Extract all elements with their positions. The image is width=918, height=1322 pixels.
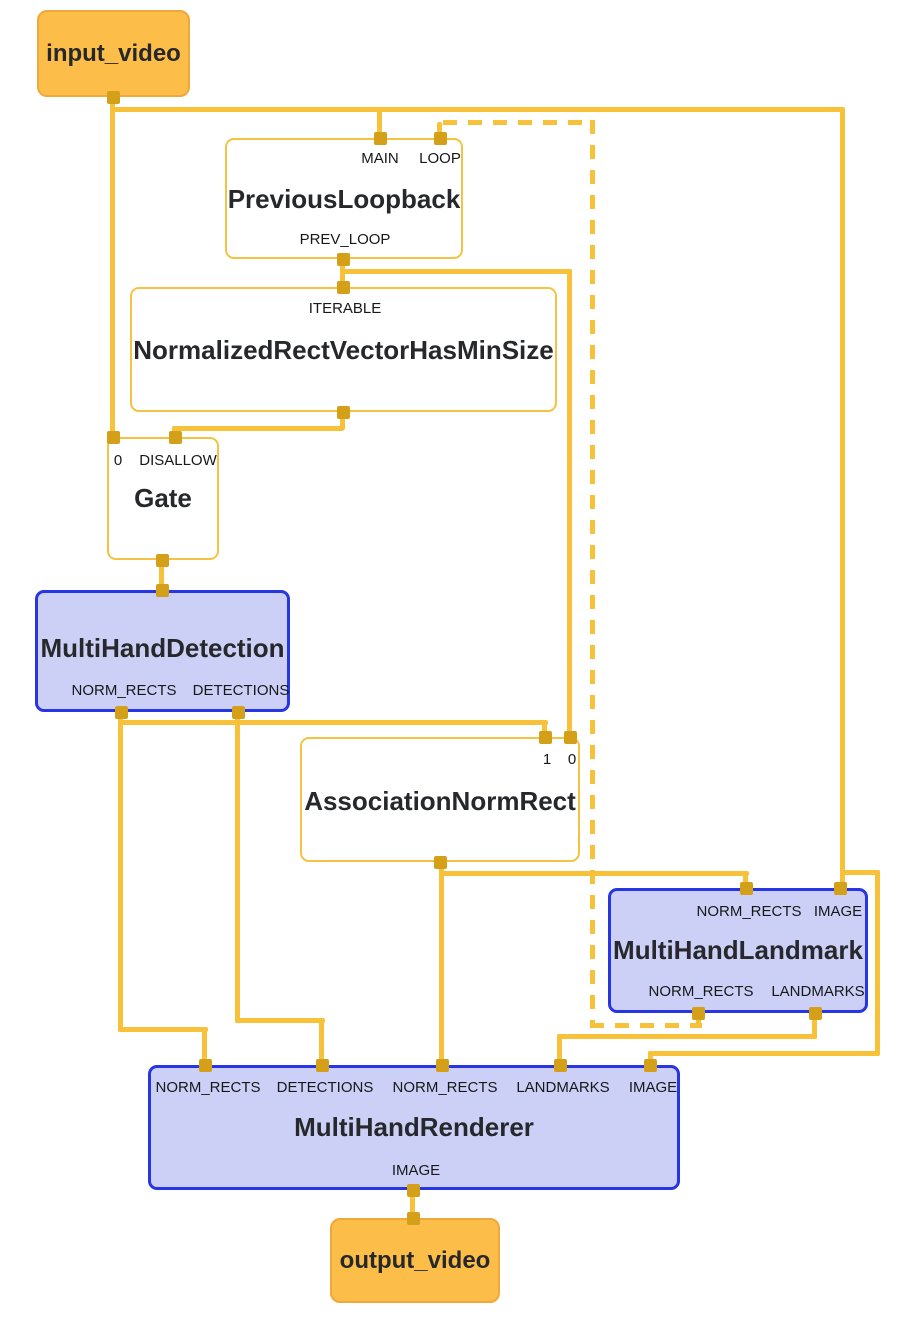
port-label-r-landmarks: LANDMARKS bbox=[516, 1079, 610, 1096]
port-renderer-image-out bbox=[407, 1184, 420, 1197]
edge-prevloop-to-iterable bbox=[340, 259, 345, 289]
node-association-norm-rect[interactable]: 1 0 AssociationNormRect bbox=[300, 737, 580, 862]
edge-normrects-vertical bbox=[118, 710, 123, 1032]
port-detection-normrects-out bbox=[115, 706, 128, 719]
edge-gate-to-detection bbox=[159, 558, 164, 592]
port-label-r-image-in: IMAGE bbox=[628, 1079, 678, 1096]
node-input-video-label: input_video bbox=[46, 39, 181, 67]
port-output-video-in bbox=[407, 1212, 420, 1225]
port-loopback-main-in bbox=[374, 132, 387, 145]
edge-normrects-to-assoc1-horizontal bbox=[118, 720, 548, 725]
port-minsize-out bbox=[337, 406, 350, 419]
edge-prevloop-to-assoc0 bbox=[567, 269, 572, 739]
edge-loopback-dashed-top bbox=[443, 120, 593, 125]
port-landmark-landmarks-out bbox=[809, 1007, 822, 1020]
port-minsize-iterable-in bbox=[337, 281, 350, 294]
edge-loopback-dashed-bottom bbox=[590, 1023, 702, 1028]
node-normalized-rect-vector-has-min-size[interactable]: ITERABLE NormalizedRectVectorHasMinSize bbox=[130, 287, 557, 412]
port-detection-in bbox=[156, 584, 169, 597]
edge-normrects-to-assoc1-stub bbox=[542, 720, 547, 739]
edge-landmarks-to-renderer-horizontal bbox=[557, 1034, 817, 1039]
port-input-video-out bbox=[107, 91, 120, 104]
node-multi-hand-renderer[interactable]: NORM_RECTS DETECTIONS NORM_RECTS LANDMAR… bbox=[148, 1065, 680, 1190]
node-gate-title: Gate bbox=[134, 483, 192, 513]
edge-image-to-renderer-horizontal bbox=[648, 1051, 880, 1056]
port-loopback-prevloop-out bbox=[337, 253, 350, 266]
node-multi-hand-detection[interactable]: MultiHandDetection NORM_RECTS DETECTIONS bbox=[35, 590, 290, 712]
node-output-video-label: output_video bbox=[339, 1246, 491, 1274]
edge-image-branch bbox=[840, 870, 880, 875]
port-label-iterable: ITERABLE bbox=[308, 300, 382, 317]
edge-loop-port-stub bbox=[437, 122, 442, 134]
port-label-r-norm-rects-1: NORM_RECTS bbox=[155, 1079, 261, 1096]
edge-inputvideo-to-gate bbox=[110, 95, 115, 440]
port-renderer-normrects1-in bbox=[199, 1059, 212, 1072]
port-label-lm-in-norm-rects: NORM_RECTS bbox=[696, 903, 802, 920]
edge-image-to-renderer-vertical bbox=[875, 870, 880, 1056]
port-assoc-out bbox=[434, 856, 447, 869]
node-multi-hand-landmark-title: MultiHandLandmark bbox=[613, 935, 863, 965]
port-label-r-norm-rects-2: NORM_RECTS bbox=[392, 1079, 498, 1096]
edge-normrects-to-renderer-horizontal bbox=[118, 1027, 208, 1032]
port-renderer-landmarks-in bbox=[554, 1059, 567, 1072]
port-gate-disallow-in bbox=[169, 431, 182, 444]
port-label-prev-loop: PREV_LOOP bbox=[299, 231, 391, 248]
port-loopback-loop-in bbox=[434, 132, 447, 145]
port-label-det-norm-rects: NORM_RECTS bbox=[71, 682, 177, 699]
port-label-lm-out-norm-rects: NORM_RECTS bbox=[648, 983, 754, 1000]
port-assoc-1-in bbox=[539, 731, 552, 744]
edge-normrects-to-renderer-stub bbox=[202, 1027, 207, 1067]
port-label-r-image-out: IMAGE bbox=[391, 1162, 441, 1179]
node-normalized-rect-title: NormalizedRectVectorHasMinSize bbox=[133, 335, 554, 365]
node-gate[interactable]: 0 DISALLOW Gate bbox=[107, 437, 219, 560]
edge-detections-to-renderer-stub bbox=[319, 1018, 324, 1067]
port-label-assoc-1: 1 bbox=[542, 751, 552, 768]
port-label-main: MAIN bbox=[361, 150, 399, 167]
node-multi-hand-renderer-title: MultiHandRenderer bbox=[294, 1112, 534, 1142]
port-label-assoc-0: 0 bbox=[567, 751, 577, 768]
port-label-loop: LOOP bbox=[419, 150, 461, 167]
port-assoc-0-in bbox=[564, 731, 577, 744]
node-previous-loopback[interactable]: MAIN LOOP PreviousLoopback PREV_LOOP bbox=[225, 138, 463, 259]
port-landmark-normrects-out bbox=[692, 1007, 705, 1020]
port-detection-detections-out bbox=[232, 706, 245, 719]
edge-loopback-dashed-vertical bbox=[590, 120, 595, 1028]
edge-detections-vertical bbox=[235, 710, 240, 1023]
edge-minsize-out-stub bbox=[340, 410, 345, 430]
port-renderer-image-in bbox=[644, 1059, 657, 1072]
edge-stub-main bbox=[377, 107, 382, 139]
port-landmark-normrects-in bbox=[740, 882, 753, 895]
node-output-video[interactable]: output_video bbox=[330, 1218, 500, 1303]
node-multi-hand-detection-title: MultiHandDetection bbox=[40, 633, 285, 663]
node-input-video[interactable]: input_video bbox=[37, 10, 190, 97]
edge-prevloop-branch-horizontal bbox=[340, 269, 572, 274]
edge-inputvideo-horizontal bbox=[110, 107, 845, 112]
port-label-gate-0: 0 bbox=[113, 452, 123, 469]
port-label-lm-out-landmarks: LANDMARKS bbox=[771, 983, 865, 1000]
node-association-norm-rect-title: AssociationNormRect bbox=[304, 786, 576, 816]
port-label-r-detections: DETECTIONS bbox=[276, 1079, 374, 1096]
port-gate-0-in bbox=[107, 431, 120, 444]
port-renderer-normrects2-in bbox=[436, 1059, 449, 1072]
edge-renderer-to-outputvideo bbox=[410, 1188, 415, 1220]
edge-minsize-to-disallow-horizontal bbox=[172, 426, 344, 431]
edge-detections-to-renderer-horizontal bbox=[235, 1018, 325, 1023]
edge-landmarks-out-stub bbox=[812, 1011, 817, 1039]
port-label-disallow: DISALLOW bbox=[139, 452, 217, 469]
node-previous-loopback-title: PreviousLoopback bbox=[227, 184, 461, 214]
node-multi-hand-landmark[interactable]: NORM_RECTS IMAGE MultiHandLandmark NORM_… bbox=[608, 888, 868, 1013]
port-landmark-image-in bbox=[834, 882, 847, 895]
port-label-det-detections: DETECTIONS bbox=[192, 682, 290, 699]
port-label-lm-in-image: IMAGE bbox=[813, 903, 863, 920]
edge-inputvideo-to-landmark-image bbox=[840, 107, 845, 890]
port-gate-out bbox=[156, 554, 169, 567]
edge-landmarks-to-renderer-stub bbox=[557, 1034, 562, 1067]
port-renderer-detections-in bbox=[316, 1059, 329, 1072]
edge-assoc-out-vertical bbox=[439, 860, 444, 1067]
edge-assoc-to-landmark-stub bbox=[743, 871, 748, 890]
